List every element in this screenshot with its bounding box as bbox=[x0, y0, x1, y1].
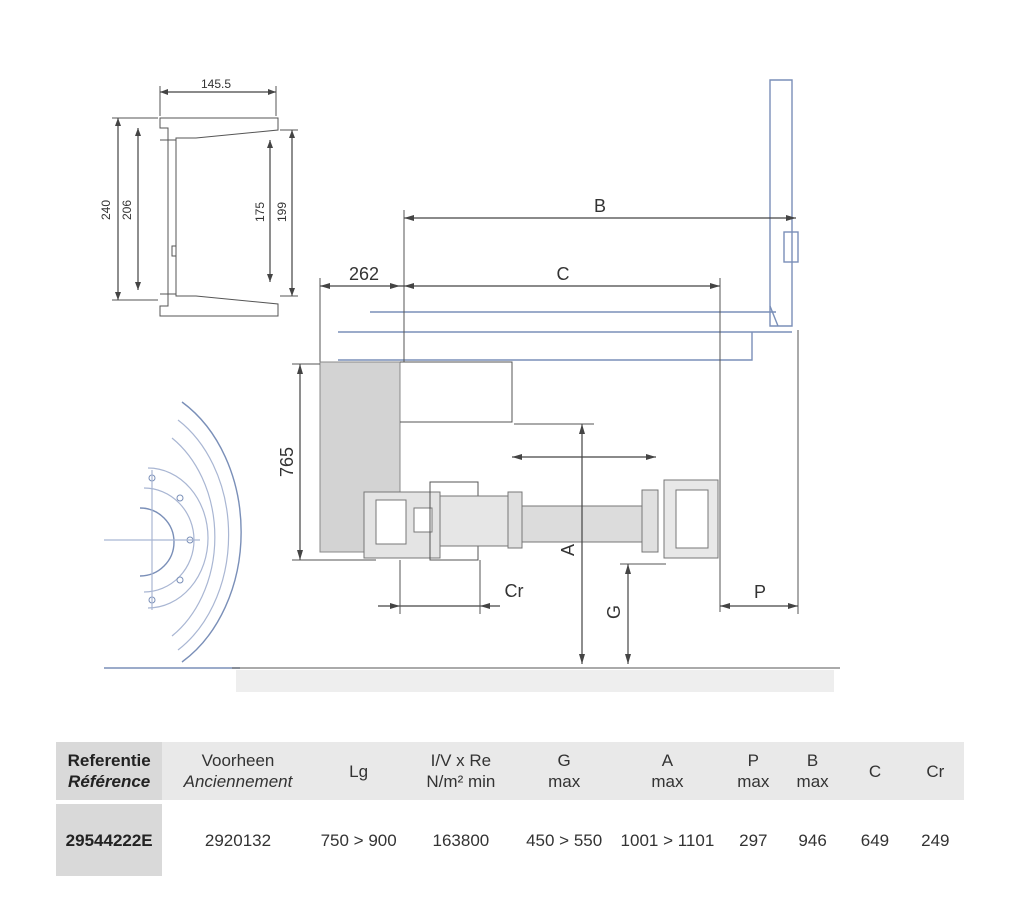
dim-profile-h3: 175 bbox=[253, 202, 267, 222]
table-row: 29544222E 2920132 750 > 900 163800 450 >… bbox=[56, 804, 964, 876]
header-cell: Cr bbox=[906, 742, 964, 800]
table-cell: 649 bbox=[843, 804, 907, 876]
dim-profile-width: 145.5 bbox=[201, 77, 231, 91]
table-cell: 1001 > 1101 bbox=[610, 804, 725, 876]
table-cell: 29544222E bbox=[56, 804, 163, 876]
table-cell: 750 > 900 bbox=[313, 804, 404, 876]
ground-shade bbox=[236, 670, 834, 692]
table-cell: 297 bbox=[724, 804, 782, 876]
table-cell: 450 > 550 bbox=[518, 804, 611, 876]
header-cell: C bbox=[843, 742, 907, 800]
dim-A: A bbox=[558, 544, 578, 556]
table-cell: 249 bbox=[906, 804, 964, 876]
dim-profile-h1: 240 bbox=[99, 200, 113, 220]
dim-offset: 262 bbox=[349, 264, 379, 284]
header-cell: Lg bbox=[313, 742, 404, 800]
table-cell: 946 bbox=[781, 804, 844, 876]
dim-Cr: Cr bbox=[505, 581, 524, 601]
dim-profile-h4: 199 bbox=[275, 202, 289, 222]
fork-upright bbox=[769, 79, 799, 327]
wheel bbox=[104, 401, 242, 669]
technical-drawing: 145.5 240 206 175 199 B 262 C bbox=[99, 77, 840, 692]
table-cell: 163800 bbox=[403, 804, 519, 876]
profile-section bbox=[159, 117, 279, 317]
dim-C: C bbox=[557, 264, 570, 284]
dim-height: 765 bbox=[277, 447, 297, 477]
dim-profile-h2: 206 bbox=[120, 200, 134, 220]
dim-B: B bbox=[594, 196, 606, 216]
telescopic-arm bbox=[363, 479, 719, 561]
dim-G: G bbox=[604, 605, 624, 619]
table-cell: 2920132 bbox=[162, 804, 314, 876]
dim-P: P bbox=[754, 582, 766, 602]
